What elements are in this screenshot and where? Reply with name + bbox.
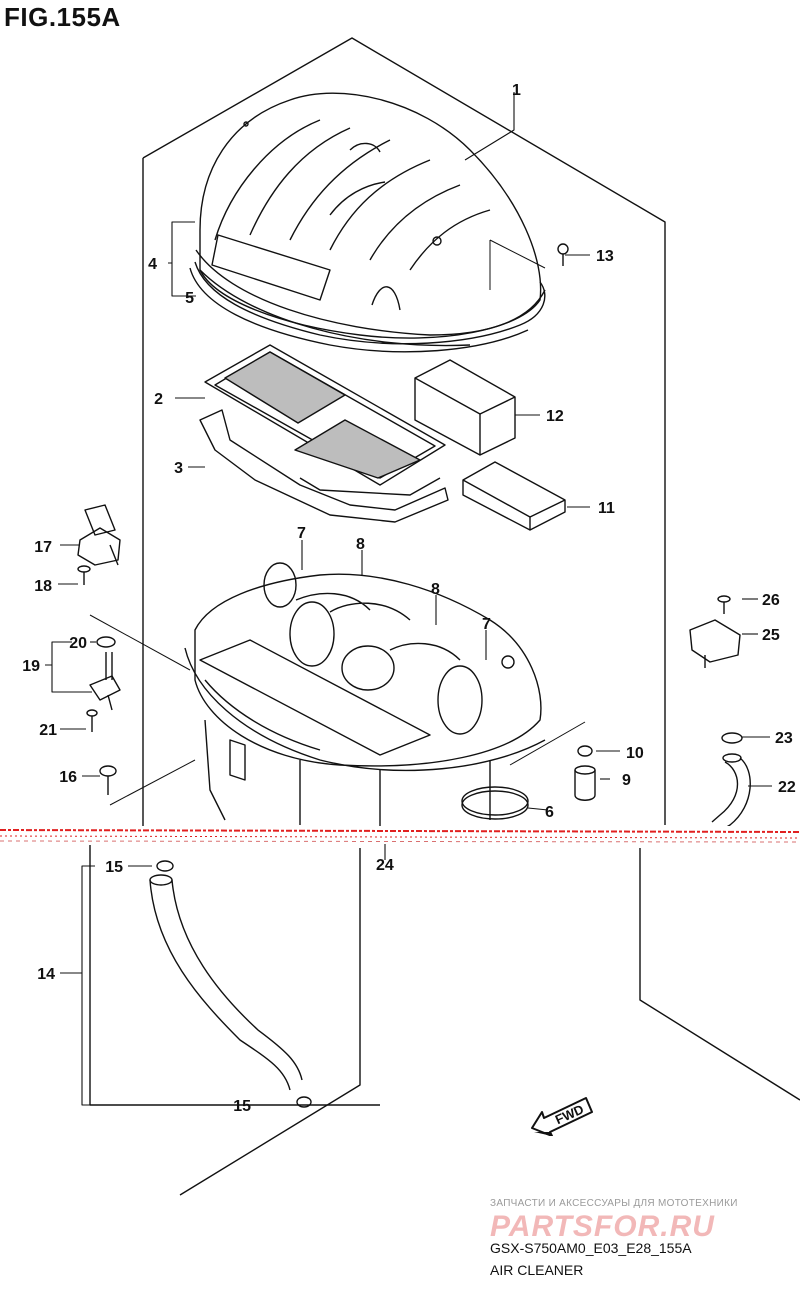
screw-21 <box>86 709 98 732</box>
foam-11 <box>462 461 566 531</box>
foam-12 <box>414 359 516 456</box>
callout-26: 26 <box>762 592 780 609</box>
screw-18 <box>77 565 91 585</box>
clip-10 <box>577 745 593 757</box>
callout-2: 2 <box>154 391 163 408</box>
callout-20: 20 <box>69 635 87 652</box>
assembly-frame <box>89 37 800 1196</box>
hose-clamp-6 <box>461 786 529 820</box>
watermark-brand: PARTSFOR.RU <box>490 1210 715 1243</box>
callout-12: 12 <box>546 408 564 425</box>
cover-seal <box>189 261 546 353</box>
callout-8b: 8 <box>431 581 440 598</box>
callout-11: 11 <box>598 500 615 517</box>
callout-13: 13 <box>596 248 614 265</box>
diagram-name: AIR CLEANER <box>490 1262 584 1278</box>
forward-direction-arrow: FWD <box>531 1097 593 1136</box>
callout-3: 3 <box>174 460 183 477</box>
clip-15-bottom <box>296 1096 312 1108</box>
callout-18: 18 <box>34 578 52 595</box>
clip-15-top <box>156 860 174 872</box>
callout-17: 17 <box>34 539 52 556</box>
callout-7a: 7 <box>297 525 306 542</box>
callout-labels: 1 2 3 4 5 6 7 7 8 8 9 10 11 12 13 14 15 … <box>22 82 796 1115</box>
callout-23: 23 <box>775 730 793 747</box>
hose-22 <box>711 753 751 833</box>
callout-24: 24 <box>376 857 394 874</box>
callout-6: 6 <box>545 804 554 821</box>
callout-15-bottom: 15 <box>233 1098 251 1115</box>
callout-21: 21 <box>39 722 57 739</box>
figure-title: FIG.155A <box>4 2 121 32</box>
watermark-tagline: ЗАПЧАСТИ И АКСЕССУАРЫ ДЛЯ МОТОТЕХНИКИ <box>490 1198 738 1209</box>
leader-lines <box>45 92 772 1106</box>
air-cleaner-cover <box>195 92 546 347</box>
callout-16: 16 <box>59 769 77 786</box>
callout-9: 9 <box>622 772 631 789</box>
diagram-code: GSX-S750AM0_E03_E28_155A <box>490 1240 692 1256</box>
sensor-25 <box>689 619 741 668</box>
callout-5: 5 <box>185 290 194 307</box>
cap-9 <box>574 765 596 801</box>
callout-19: 19 <box>22 658 40 675</box>
filter-seal <box>199 409 449 523</box>
air-cleaner-case <box>184 562 546 828</box>
callout-25: 25 <box>762 627 780 644</box>
sensor-19 <box>89 636 121 711</box>
callout-8a: 8 <box>356 536 365 553</box>
callout-7b: 7 <box>482 616 491 633</box>
screw-13 <box>557 243 569 266</box>
phantom-lines <box>89 239 586 806</box>
callout-10: 10 <box>626 745 644 762</box>
callout-22: 22 <box>778 779 796 796</box>
sensor-17 <box>77 504 121 566</box>
callout-14: 14 <box>37 966 55 983</box>
screw-26 <box>717 595 731 614</box>
callout-1: 1 <box>512 82 521 99</box>
scan-tear-line <box>0 826 800 844</box>
drain-hose-14 <box>149 874 303 1091</box>
filter-element <box>204 344 446 496</box>
clip-23 <box>721 732 743 744</box>
callout-15-top: 15 <box>105 859 123 876</box>
callout-4: 4 <box>148 256 157 273</box>
bolt-16 <box>99 765 117 795</box>
